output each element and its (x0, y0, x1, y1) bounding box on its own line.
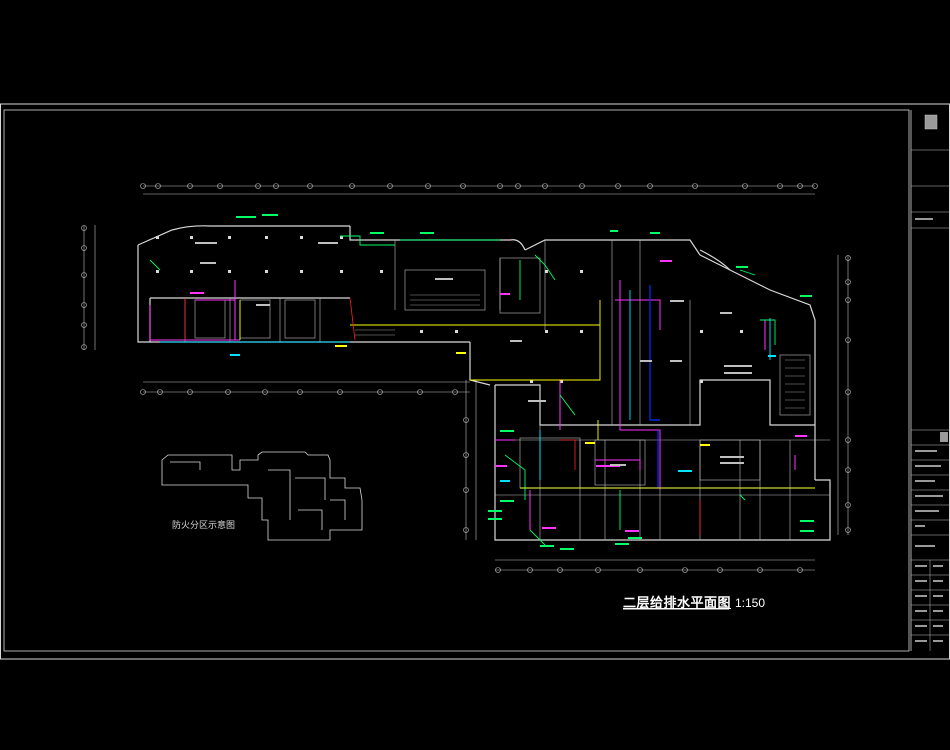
bottom-axis-grid (140, 380, 815, 573)
fire-zone-inset-caption: 防火分区示意图 (172, 520, 236, 530)
right-axis-grid (837, 255, 851, 535)
drawing-scale: 1:150 (735, 596, 766, 610)
top-axis-grid (140, 183, 818, 195)
red-accents (184, 297, 701, 535)
hot-water-pipes (239, 300, 815, 489)
title-block (911, 114, 950, 651)
drainage-pipes (149, 280, 796, 530)
water-supply-pipes (149, 235, 776, 546)
interior-partitions (156, 236, 830, 540)
left-axis-grid (81, 225, 96, 350)
cyan-pipes (160, 290, 771, 480)
fire-zone-inset (161, 451, 363, 541)
drawing-title: 二层给排水平面图 (623, 595, 732, 610)
stair-hatching (355, 294, 805, 409)
pipe-label-tags (190, 214, 814, 550)
